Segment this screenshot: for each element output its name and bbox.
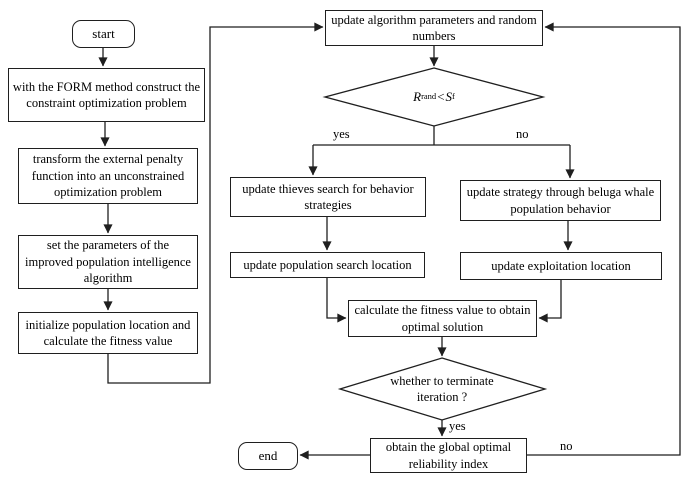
node-update-exploitation: update exploitation location <box>460 252 662 280</box>
sf-subscript: f <box>452 91 455 102</box>
node-penalty-transform: transform the external penalty function … <box>18 148 198 204</box>
branch-label-no: no <box>516 127 529 141</box>
node-update-thieves: update thieves search for behavior strat… <box>230 177 426 217</box>
rand-variable: R <box>413 88 422 104</box>
connector-no-loopback <box>527 22 681 456</box>
terminate-label-no: no <box>560 439 573 453</box>
node-form-method: with the FORM method construct the const… <box>8 68 205 122</box>
node-update-parameters: update algorithm parameters and random n… <box>325 10 543 46</box>
less-than-operator: < <box>437 88 445 104</box>
node-init-population: initialize population location and calcu… <box>18 312 198 354</box>
node-update-population-search: update population search location <box>230 252 425 278</box>
branch-label-yes: yes <box>333 127 350 141</box>
connector-init-updateparams-loop <box>107 22 324 384</box>
node-calculate-fitness: calculate the fitness value to obtain op… <box>348 300 537 337</box>
rand-subscript: rand <box>421 91 437 102</box>
node-set-parameters: set the parameters of the improved popul… <box>18 235 198 289</box>
connectors <box>98 22 681 460</box>
terminate-label-yes: yes <box>449 419 466 433</box>
connector-popsearch-fitness <box>326 278 347 323</box>
decision-terminate: whether to terminate iteration ? <box>390 373 494 404</box>
node-end: end <box>238 442 298 470</box>
sf-variable: S <box>445 88 453 104</box>
connector-exploit-fitness <box>538 280 562 323</box>
node-obtain-reliability: obtain the global optimal reliability in… <box>370 438 527 473</box>
node-start: start <box>72 20 135 48</box>
node-update-beluga: update strategy through beluga whale pop… <box>460 180 661 221</box>
